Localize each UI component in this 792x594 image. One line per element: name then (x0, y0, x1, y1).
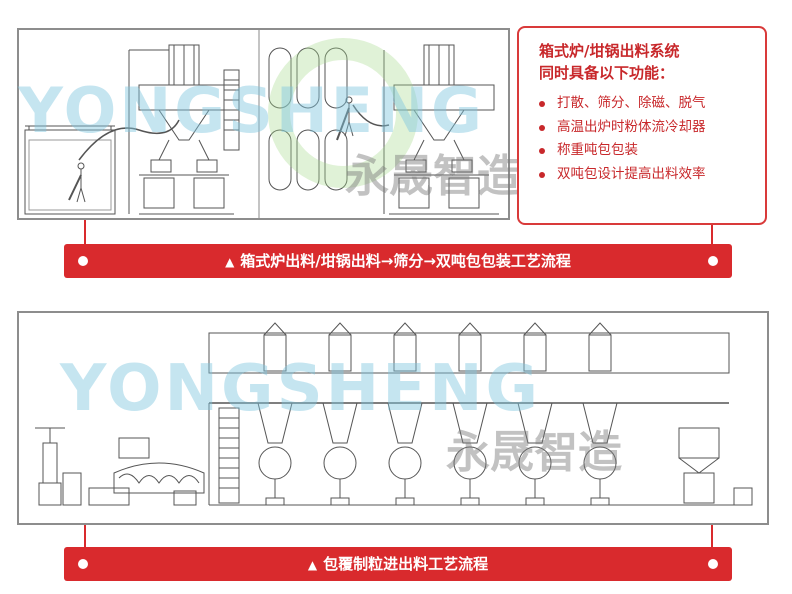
bullet-icon (539, 148, 545, 154)
banner-dot-icon (708, 256, 718, 266)
banner-dot-icon (78, 559, 88, 569)
top-banner-text: 箱式炉出料/坩锅出料→筛分→双吨包包装工艺流程 (240, 252, 571, 270)
feature-list: 打散、筛分、除磁、脱气 高温出炉时粉体流冷却器 称重吨包包装 双吨包设计提高出料… (539, 92, 751, 186)
bottom-process-panel (17, 311, 769, 525)
feature-item: 称重吨包包装 (539, 139, 751, 163)
bottom-banner-text: 包覆制粒进出料工艺流程 (323, 555, 489, 573)
triangle-icon: ▲ (225, 255, 235, 269)
banner-dot-icon (78, 256, 88, 266)
top-process-panel (17, 28, 510, 220)
triangle-icon: ▲ (307, 558, 318, 572)
bottom-process-drawing (35, 322, 753, 506)
top-process-banner: ▲ 箱式炉出料/坩锅出料→筛分→双吨包包装工艺流程 (64, 244, 732, 278)
info-title-line2: 同时具备以下功能： (539, 64, 675, 82)
feature-item: 双吨包设计提高出料效率 (539, 163, 751, 187)
bullet-icon (539, 101, 545, 107)
features-info-box: 箱式炉/坩锅出料系统 同时具备以下功能： 打散、筛分、除磁、脱气 高温出炉时粉体… (517, 26, 767, 225)
bottom-process-banner: ▲ 包覆制粒进出料工艺流程 (64, 547, 732, 581)
info-title-line1: 箱式炉/坩锅出料系统 (539, 42, 680, 60)
feature-item: 高温出炉时粉体流冷却器 (539, 116, 751, 140)
connector-line (84, 220, 86, 244)
banner-dot-icon (708, 559, 718, 569)
feature-item: 打散、筛分、除磁、脱气 (539, 92, 751, 116)
connector-line (84, 525, 86, 547)
connector-line (711, 225, 713, 244)
bullet-icon (539, 124, 545, 131)
top-process-drawing (24, 30, 499, 218)
bullet-icon (539, 171, 545, 178)
connector-line (711, 525, 713, 547)
